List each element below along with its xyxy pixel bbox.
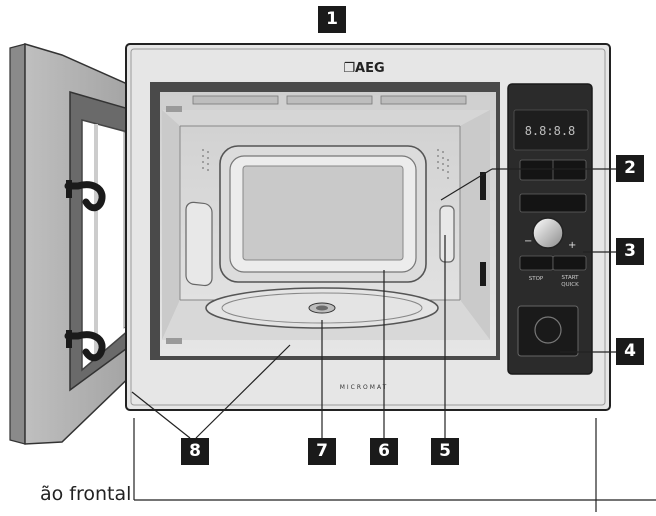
model-label: MICROMAT [340,384,389,391]
quick-label: QUICK [561,282,579,288]
display-panel [513,109,589,151]
stop-label: STOP [529,276,544,282]
start-button[interactable] [552,255,587,271]
callout-1: 1 [318,6,346,33]
callout-8: 8 [181,438,209,465]
door-open-button[interactable] [517,305,579,357]
callout-3: 3 [616,238,644,265]
callout-5: 5 [431,438,459,465]
brand-logo: ❐AEG [343,61,384,76]
stop-button[interactable] [519,255,554,271]
control-knob[interactable] [532,217,564,249]
start-label: START [562,275,580,281]
leader-lines [131,168,656,512]
callout-4: 4 [616,338,644,365]
plus-label: + [568,240,576,251]
callout-7: 7 [308,438,336,465]
digital-display: 8.8:8.8 [525,124,576,138]
callout-2: 2 [616,155,644,182]
control-panel: 8.8:8.8 − + STOP START QUICK [507,83,593,375]
power-button[interactable] [519,193,587,213]
door-latch-icon [64,331,106,362]
door-latch-icon [64,181,106,212]
figure-caption: ão frontal [40,483,132,505]
minus-label: − [524,236,532,247]
oven-cavity [150,82,500,360]
callout-6: 6 [370,438,398,465]
